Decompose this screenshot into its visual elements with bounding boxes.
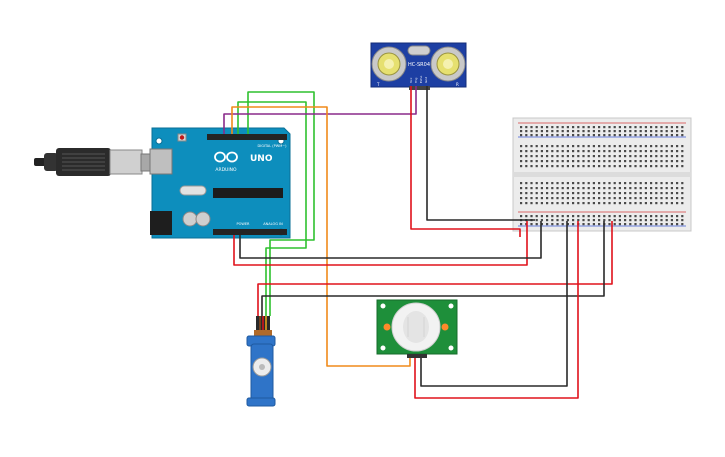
pin-vcc-label: Vcc — [409, 77, 413, 83]
wire-green[interactable] — [247, 91, 315, 316]
sensor-model: HC-SR04 — [408, 62, 430, 68]
digital-label: DIGITAL (PWM~) — [257, 144, 287, 148]
power-jack — [150, 211, 172, 235]
pin-gnd-label: Gnd — [424, 77, 428, 83]
wire-orange[interactable] — [231, 106, 411, 367]
usb-cable — [34, 148, 157, 176]
microcontroller-chip — [213, 188, 283, 198]
sensor-r-letter: R — [456, 82, 459, 87]
pir-pins[interactable] — [407, 354, 427, 358]
arduino-board[interactable]: ARDUINO UNO DIGITAL (PWM~) POWER ANALOG … — [149, 127, 291, 239]
wire-black[interactable] — [239, 221, 542, 259]
capacitor — [195, 211, 211, 227]
sensor-t-letter: T — [376, 82, 380, 87]
pin-trig-label: Trig — [414, 78, 418, 84]
sensor-pins[interactable] — [409, 86, 430, 90]
servo-wires — [254, 330, 272, 336]
breadboard-holes — [520, 126, 684, 226]
usb-port — [149, 148, 173, 175]
sensor-crystal — [407, 45, 431, 56]
pir-sensor[interactable] — [376, 299, 458, 358]
wire-red[interactable] — [410, 86, 521, 237]
arduino-logo-icon — [214, 151, 238, 163]
wires — [223, 86, 613, 399]
crystal — [179, 185, 207, 196]
wire-red[interactable] — [414, 221, 579, 399]
pir-potentiometer[interactable] — [441, 323, 449, 331]
wire-black[interactable] — [261, 221, 605, 316]
mount-hole — [155, 137, 163, 145]
pin-echo-label: Echo — [419, 76, 423, 83]
reset-icon — [179, 135, 185, 140]
analog-label: ANALOG IN — [263, 222, 283, 226]
pir-potentiometer[interactable] — [383, 323, 391, 331]
digital-header[interactable] — [207, 134, 287, 140]
wire-red[interactable] — [257, 221, 613, 316]
wire-red[interactable] — [233, 221, 528, 266]
breadboard[interactable] — [512, 117, 692, 232]
wire-black[interactable] — [420, 221, 568, 387]
arduino-model: UNO — [250, 154, 273, 164]
ultrasonic-sensor[interactable]: HC-SR04 T R Vcc Trig Echo Gnd — [370, 42, 467, 90]
power-analog-header[interactable] — [213, 229, 287, 235]
arduino-brand: ARDUINO — [215, 167, 237, 173]
power-label: POWER — [237, 222, 251, 226]
wire-black[interactable] — [426, 86, 535, 221]
center-channel — [513, 172, 691, 177]
wire-purple[interactable] — [223, 86, 417, 134]
servo-motor[interactable] — [246, 316, 276, 407]
capacitor — [182, 211, 198, 227]
